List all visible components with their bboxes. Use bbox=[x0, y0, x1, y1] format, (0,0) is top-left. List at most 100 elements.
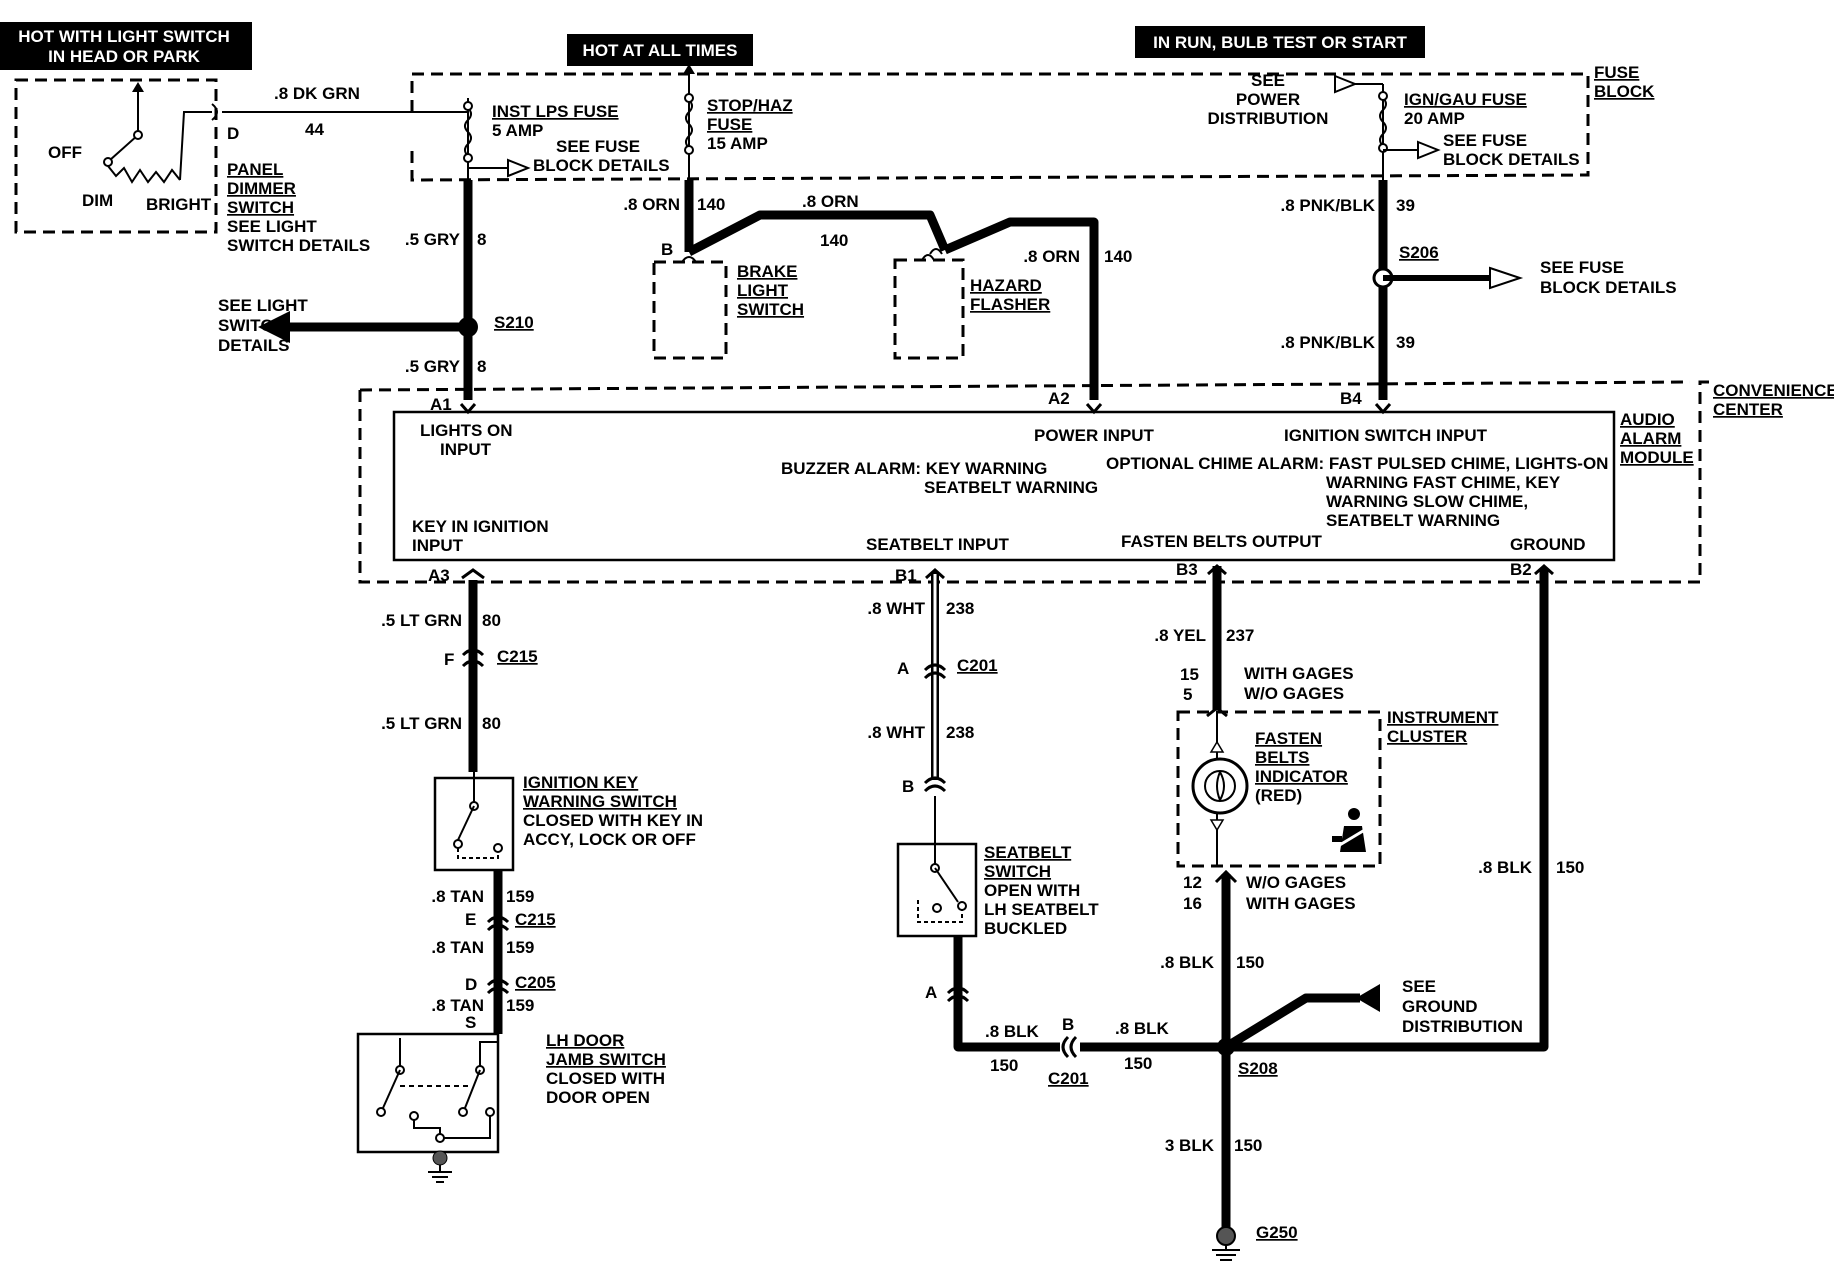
seatbelt-label-1: SEATBELT bbox=[984, 843, 1072, 862]
wire-wht-2-num: 238 bbox=[946, 723, 974, 742]
wire-gry-top-num: 8 bbox=[477, 230, 486, 249]
conn-b-c201: B bbox=[902, 777, 914, 796]
audio-label-2: ALARM bbox=[1620, 429, 1681, 448]
key-in-ignition-2: INPUT bbox=[412, 536, 464, 555]
banner-text-all-times: HOT AT ALL TIMES bbox=[583, 41, 738, 60]
pin-b2: B2 bbox=[1510, 560, 1532, 579]
conn-b-h: B bbox=[1062, 1015, 1074, 1034]
hazard-flasher: HAZARD FLASHER bbox=[893, 248, 1050, 360]
brake-light-switch: B BRAKE LIGHT SWITCH bbox=[652, 240, 804, 360]
ign-key-label-3: CLOSED WITH KEY IN bbox=[523, 811, 703, 830]
dimmer-panel-1: PANEL bbox=[227, 160, 283, 179]
ground-dist-1: SEE bbox=[1402, 977, 1436, 996]
wire-orn-3-label: .8 ORN bbox=[1023, 247, 1080, 266]
wire-blk-h1-label: .8 BLK bbox=[985, 1022, 1040, 1041]
splice-s206: S206 bbox=[1399, 243, 1439, 262]
splice-s208: S208 bbox=[1238, 1059, 1278, 1078]
stop-haz-fuse-rating: 15 AMP bbox=[707, 134, 768, 153]
wire-yel-label: .8 YEL bbox=[1154, 626, 1206, 645]
cluster-with-gages-b: WITH GAGES bbox=[1246, 894, 1356, 913]
wire-pnk-1-label: .8 PNK/BLK bbox=[1281, 196, 1376, 215]
conn-c215-bot: C215 bbox=[515, 910, 556, 929]
ground-g250-label: G250 bbox=[1256, 1223, 1298, 1242]
brake-label-1: BRAKE bbox=[737, 262, 797, 281]
brake-label-3: SWITCH bbox=[737, 300, 804, 319]
ignition-switch-input: IGNITION SWITCH INPUT bbox=[1284, 426, 1488, 445]
conn-a-sb: A bbox=[925, 983, 937, 1002]
pin-b3: B3 bbox=[1176, 560, 1198, 579]
buzzer-alarm-1: BUZZER ALARM: KEY WARNING bbox=[781, 459, 1047, 478]
seatbelt-label-5: BUCKLED bbox=[984, 919, 1067, 938]
wire-gry-top-label: .5 GRY bbox=[405, 230, 461, 249]
banner-text-in-run: IN RUN, BULB TEST OR START bbox=[1153, 33, 1407, 52]
ground-dist-3: DISTRIBUTION bbox=[1402, 1017, 1523, 1036]
seatbelt-label-3: OPEN WITH bbox=[984, 881, 1080, 900]
ignition-key-warning-switch: IGNITION KEY WARNING SWITCH CLOSED WITH … bbox=[433, 770, 703, 872]
dimmer-pin-d: D bbox=[227, 124, 239, 143]
pin-a3: A3 bbox=[428, 566, 450, 585]
lights-on-1: LIGHTS ON bbox=[420, 421, 513, 440]
conn-c205: C205 bbox=[515, 973, 556, 992]
lights-on-2: INPUT bbox=[440, 440, 492, 459]
seatbelt-label-4: LH SEATBELT bbox=[984, 900, 1099, 919]
cluster-with-gages: WITH GAGES bbox=[1244, 664, 1354, 683]
wire-dk-grn-label: .8 DK GRN bbox=[274, 84, 360, 103]
banner-hot-with-light-switch: HOT WITH LIGHT SWITCH IN HEAD OR PARK bbox=[0, 22, 252, 70]
wire-pnk-2-label: .8 PNK/BLK bbox=[1281, 333, 1376, 352]
dimmer-panel-2: DIMMER bbox=[227, 179, 296, 198]
brake-pin-b: B bbox=[661, 240, 673, 259]
ign-key-label-4: ACCY, LOCK OR OFF bbox=[523, 830, 696, 849]
cluster-pin-12: 12 bbox=[1183, 873, 1202, 892]
ign-gau-fuse-rating: 20 AMP bbox=[1404, 109, 1465, 128]
wire-wht-1-label: .8 WHT bbox=[867, 599, 925, 618]
chime-alarm-2: WARNING FAST CHIME, KEY bbox=[1326, 473, 1561, 492]
see-fuse-2: BLOCK DETAILS bbox=[533, 156, 670, 175]
cluster-wo-gages: W/O GAGES bbox=[1244, 684, 1344, 703]
audio-label-3: MODULE bbox=[1620, 448, 1694, 467]
fasten-label-2: BELTS bbox=[1255, 748, 1309, 767]
pin-b1: B1 bbox=[895, 566, 917, 585]
wire-orn-2-label: .8 ORN bbox=[802, 192, 859, 211]
see-light-1: SEE LIGHT bbox=[218, 296, 308, 315]
ign-gau-fuse-name: IGN/GAU FUSE bbox=[1404, 90, 1527, 109]
wire-orn-3-num: 140 bbox=[1104, 247, 1132, 266]
dimmer-off-label: OFF bbox=[48, 143, 82, 162]
wire-yel-num: 237 bbox=[1226, 626, 1254, 645]
dimmer-panel-3: SWITCH bbox=[227, 198, 294, 217]
wire-blk-ic-num: 150 bbox=[1236, 953, 1264, 972]
seatbelt-switch: SEATBELT SWITCH OPEN WITH LH SEATBELT BU… bbox=[896, 796, 1099, 938]
wire-tan-3-num: 159 bbox=[506, 996, 534, 1015]
wire-blk-3-label: 3 BLK bbox=[1165, 1136, 1215, 1155]
convenience-label-2: CENTER bbox=[1713, 400, 1783, 419]
wire-blk-h1-num: 150 bbox=[990, 1056, 1018, 1075]
cluster-pin-15: 15 bbox=[1180, 665, 1199, 684]
pin-a1: A1 bbox=[430, 395, 452, 414]
conn-c201-v: C201 bbox=[957, 656, 998, 675]
cluster-wo-gages-b: W/O GAGES bbox=[1246, 873, 1346, 892]
fuse-block: FUSE BLOCK INST LPS FUSE 5 AMP SEE FUSE … bbox=[410, 63, 1655, 182]
buzzer-alarm-2: SEATBELT WARNING bbox=[924, 478, 1098, 497]
instrument-cluster: FASTEN BELTS INDICATOR (RED) INSTRUMENT … bbox=[1176, 706, 1499, 868]
instrument-cluster-2: CLUSTER bbox=[1387, 727, 1467, 746]
convenience-center: CONVENIENCE CENTER bbox=[358, 380, 1834, 584]
wire-orn-2-num: 140 bbox=[820, 231, 848, 250]
wire-tan-1-label: .8 TAN bbox=[431, 887, 484, 906]
wire-tan-2-num: 159 bbox=[506, 938, 534, 957]
cluster-pin-16: 16 bbox=[1183, 894, 1202, 913]
wire-blk-ic-label: .8 BLK bbox=[1160, 953, 1215, 972]
door-label-1: LH DOOR bbox=[546, 1031, 624, 1050]
dimmer-dim-label: DIM bbox=[82, 191, 113, 210]
wire-ltgrn-1-num: 80 bbox=[482, 611, 501, 630]
ground-g250: G250 bbox=[1212, 1223, 1298, 1261]
see-fuse-s206-2: BLOCK DETAILS bbox=[1540, 278, 1677, 297]
inst-lps-fuse-name: INST LPS FUSE bbox=[492, 102, 619, 121]
splice-s210: S210 bbox=[494, 313, 534, 332]
conn-a-c201: A bbox=[897, 659, 909, 678]
audio-label-1: AUDIO bbox=[1620, 410, 1675, 429]
pin-b4: B4 bbox=[1340, 389, 1362, 408]
wire-gry-bot-num: 8 bbox=[477, 357, 486, 376]
dimmer-see-1: SEE LIGHT bbox=[227, 217, 317, 236]
wire-wht-2-label: .8 WHT bbox=[867, 723, 925, 742]
ign-key-label-2: WARNING SWITCH bbox=[523, 792, 677, 811]
